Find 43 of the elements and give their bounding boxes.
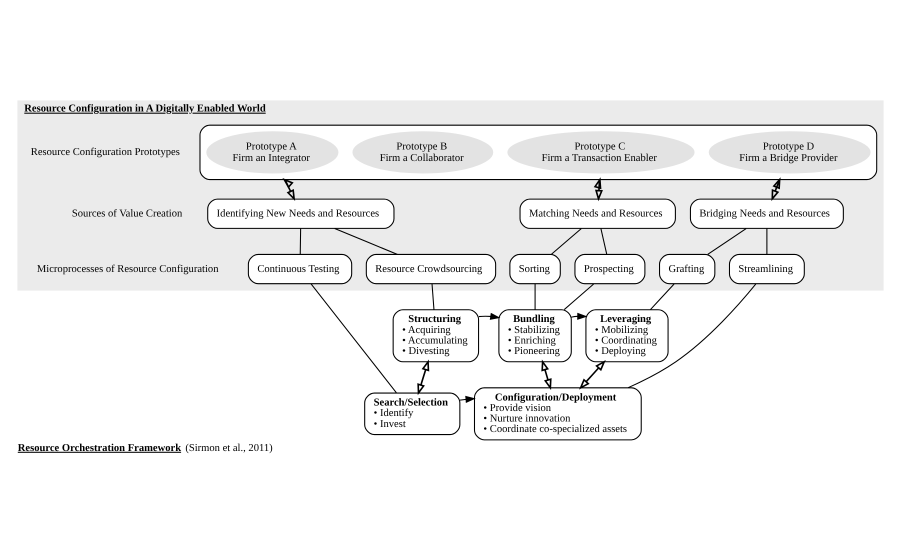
label: Resource Configuration Prototypes (30, 147, 180, 158)
connector (564, 284, 594, 310)
node-ellipse: Prototype C Firm a Transaction Enabler (507, 131, 695, 174)
connector (650, 284, 674, 310)
node-box: Grafting (659, 254, 716, 284)
connector (628, 284, 756, 388)
node-box: Prospecting (574, 254, 646, 284)
arrow (541, 359, 552, 390)
node-box: Bridging Needs and Resources (690, 198, 844, 229)
node-box: Configuration/Deployment • Provide vision • Nurture innovation • Coordinate co-specialized assets (474, 387, 642, 440)
node-box: Search/Selection • Identify • Invest (364, 392, 460, 436)
node-box: Resource Crowdsourcing (366, 254, 496, 284)
node-box: Continuous Testing (248, 254, 352, 284)
node-ellipse: Prototype D Firm a Bridge Provider (708, 131, 871, 174)
node-ellipse: Prototype B Firm a Collaborator (352, 131, 494, 174)
arrow (478, 312, 500, 320)
label: Microprocesses of Resource Configuration (36, 264, 218, 275)
arrow (594, 177, 603, 202)
connector (766, 228, 768, 254)
connector (708, 228, 746, 255)
connector (600, 228, 608, 254)
node-box: Structuring • Acquiring • Accumulating • Divesting (392, 309, 480, 362)
arrow (460, 396, 476, 403)
cluster (199, 124, 878, 180)
node-ellipse: Prototype A Firm an Integrator (206, 131, 338, 174)
node-box: Matching Needs and Resources (520, 198, 676, 229)
arrow (282, 178, 296, 201)
arrow (771, 177, 781, 202)
arrow (579, 360, 606, 390)
connector (432, 284, 434, 310)
node-box: Streamlining (728, 254, 805, 284)
node-box: Leveraging • Mobilizing • Coordinating • Deploying (585, 309, 669, 362)
connector (310, 284, 398, 394)
connector (551, 228, 582, 255)
connector (334, 228, 398, 255)
arrow (417, 359, 430, 396)
label: Sources of Value Creation (72, 208, 182, 220)
node-box: Sorting (509, 254, 561, 284)
caption: Resource Orchestration Framework (Sirmon et al., 2011) (18, 442, 273, 454)
connector (534, 284, 536, 310)
node-box: Bundling • Stabilizing • Enriching • Pioneering (498, 309, 572, 362)
node-box: Identifying New Needs and Resources (207, 198, 394, 229)
connector (300, 228, 302, 254)
